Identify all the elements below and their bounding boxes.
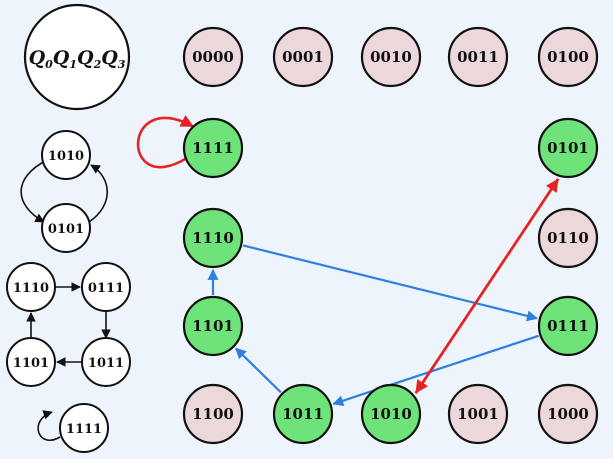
state-node-1101: 1101 bbox=[182, 295, 244, 357]
state-node-circle bbox=[537, 26, 599, 88]
state-node-label: 1011 bbox=[282, 405, 324, 423]
state-node-0011: 0011 bbox=[447, 26, 509, 88]
transition-arrows bbox=[136, 115, 560, 407]
state-node-0101: 0101 bbox=[537, 117, 599, 179]
state-node-circle bbox=[537, 207, 599, 269]
left-state-1111 bbox=[59, 403, 109, 453]
transition-arrow-1011-1101 bbox=[235, 347, 282, 394]
left-state-1101-label: 1101 bbox=[13, 356, 49, 371]
left-state-1011-label: 1011 bbox=[88, 356, 124, 371]
transition-arrow-1110-0111 bbox=[242, 244, 539, 322]
left-state-1111-label: 1111 bbox=[66, 422, 102, 437]
state-node-1000: 1000 bbox=[537, 383, 599, 445]
state-node-circle bbox=[537, 383, 599, 445]
state-node-1011: 1011 bbox=[272, 383, 334, 445]
state-node-circle bbox=[360, 383, 422, 445]
state-node-label: 0000 bbox=[192, 48, 234, 66]
left-state-1011 bbox=[81, 337, 131, 387]
state-node-circle bbox=[182, 383, 244, 445]
state-node-circle bbox=[537, 117, 599, 179]
state-node-label: 1111 bbox=[192, 139, 234, 157]
left-state-1010 bbox=[41, 130, 91, 180]
state-node-label: 0110 bbox=[547, 229, 589, 247]
left-state-1101 bbox=[6, 337, 56, 387]
state-node-0100: 0100 bbox=[537, 26, 599, 88]
state-nodes: 0000 0001 0010 0011 0100 1111 0101 1110 0110 1101… bbox=[182, 26, 599, 445]
state-node-label: 1000 bbox=[547, 405, 589, 423]
left-cycle-four: 1110 0111 1101 1011 bbox=[6, 262, 131, 387]
state-node-0110: 0110 bbox=[537, 207, 599, 269]
state-node-circle bbox=[182, 295, 244, 357]
state-node-label: 1110 bbox=[192, 229, 234, 247]
state-node-circle bbox=[447, 383, 509, 445]
state-node-circle bbox=[447, 26, 509, 88]
state-node-label: 1001 bbox=[457, 405, 499, 423]
state-node-label: 0010 bbox=[370, 48, 412, 66]
state-node-label: 0101 bbox=[547, 139, 589, 157]
state-node-circle bbox=[360, 26, 422, 88]
state-node-circle bbox=[537, 295, 599, 357]
transition-arrow-1111-1111 bbox=[136, 115, 194, 169]
state-node-circle bbox=[182, 117, 244, 179]
left-arrow-1010-0101 bbox=[20, 159, 48, 223]
left-arrow-1111-self bbox=[37, 410, 61, 441]
left-self-loop: 1111 bbox=[37, 403, 109, 453]
state-node-0010: 0010 bbox=[360, 26, 422, 88]
state-node-label: 0001 bbox=[282, 48, 324, 66]
left-state-0101 bbox=[41, 203, 91, 253]
state-node-1001: 1001 bbox=[447, 383, 509, 445]
state-node-circle bbox=[182, 207, 244, 269]
left-state-1110 bbox=[6, 262, 56, 312]
state-node-circle bbox=[272, 383, 334, 445]
state-node-1110: 1110 bbox=[182, 207, 244, 269]
transition-arrow-0101-1010 bbox=[415, 178, 560, 394]
left-state-0111-label: 0111 bbox=[88, 281, 124, 296]
state-node-circle bbox=[272, 26, 334, 88]
state-node-label: 1010 bbox=[370, 405, 412, 423]
left-arrow-0101-1010 bbox=[88, 164, 109, 223]
state-node-0001: 0001 bbox=[272, 26, 334, 88]
left-state-1010-label: 1010 bbox=[48, 149, 84, 164]
left-cycle-two: 1010 0101 bbox=[20, 130, 109, 253]
left-state-1110-label: 1110 bbox=[13, 281, 49, 296]
legend-variables-label: Q0Q1Q2Q3 bbox=[29, 47, 126, 71]
state-node-1010: 1010 bbox=[360, 383, 422, 445]
state-node-label: 1100 bbox=[192, 405, 234, 423]
state-node-0111: 0111 bbox=[537, 295, 599, 357]
state-node-circle bbox=[182, 26, 244, 88]
state-node-label: 0100 bbox=[547, 48, 589, 66]
left-state-0101-label: 0101 bbox=[48, 222, 84, 237]
state-node-label: 0011 bbox=[457, 48, 499, 66]
left-state-0111 bbox=[81, 262, 131, 312]
legend-state-circle: Q0Q1Q2Q3 bbox=[23, 3, 131, 111]
state-node-label: 1101 bbox=[192, 317, 234, 335]
state-node-1100: 1100 bbox=[182, 383, 244, 445]
transition-arrow-0111-1011 bbox=[332, 334, 539, 407]
state-node-0000: 0000 bbox=[182, 26, 244, 88]
state-node-1111: 1111 bbox=[182, 117, 244, 179]
state-node-label: 0111 bbox=[547, 317, 589, 335]
